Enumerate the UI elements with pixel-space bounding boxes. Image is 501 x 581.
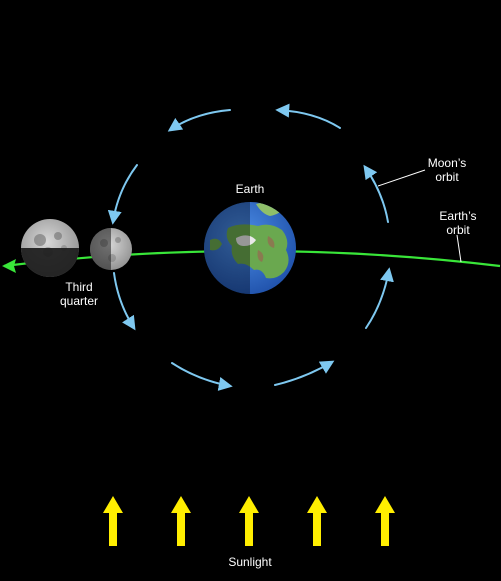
earths-orbit-label-line2: orbit <box>446 223 470 237</box>
moon-orbit-arc-top-left <box>167 109 231 132</box>
moon-orbit-arc-lower-left <box>113 272 136 331</box>
moon-orbit-arc-top-right <box>275 103 341 129</box>
third-quarter-label-line2: quarter <box>60 294 98 308</box>
earths-orbit-label-line1: Earth’s <box>439 209 476 223</box>
moons-orbit-label-line1: Moon’s <box>428 156 466 170</box>
moon-orbit-arc-lower-right <box>365 267 394 329</box>
moon-orbit-arcs <box>107 103 394 391</box>
moon-orbit-arc-upper-left <box>107 164 138 225</box>
moon-third-quarter-large-icon <box>21 219 79 277</box>
moon-orbit-arc-bottom-right <box>274 360 335 386</box>
earths-orbit-leader-line <box>456 234 462 263</box>
moon-orbit-arc-upper-right <box>363 164 389 223</box>
sunlight-arrow-icon <box>103 496 123 546</box>
sunlight-arrow-icon <box>307 496 327 546</box>
sunlight-arrow-icon <box>239 496 259 546</box>
earth-orbit-arrow-icon <box>2 259 16 273</box>
third-quarter-label-line1: Third <box>65 280 92 294</box>
moons-orbit-leader-line <box>377 169 426 187</box>
sunlight-label: Sunlight <box>228 555 272 569</box>
moon-orbit-arc-bottom-left <box>171 362 233 391</box>
moon-third-quarter-small-icon <box>90 228 132 270</box>
moons-orbit-label-line2: orbit <box>435 170 459 184</box>
sunlight-arrow-icon <box>171 496 191 546</box>
earth-label: Earth <box>236 182 265 196</box>
sunlight-arrows <box>103 496 395 546</box>
earth-globe-icon <box>204 202 296 294</box>
sunlight-arrow-icon <box>375 496 395 546</box>
